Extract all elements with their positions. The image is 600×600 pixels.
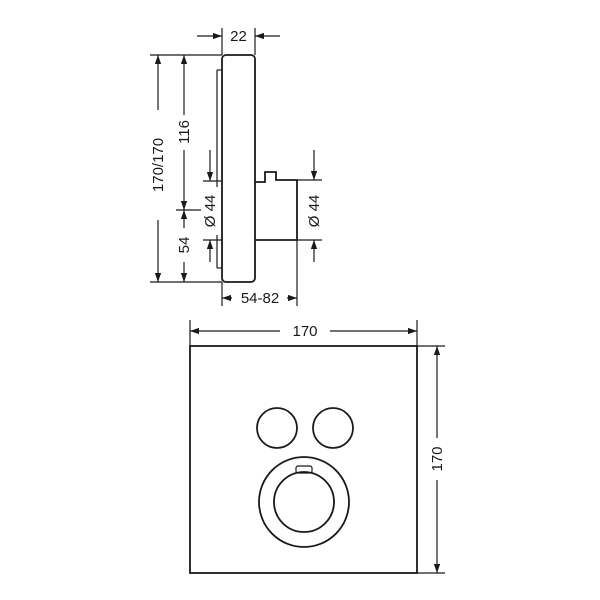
thermostat-dial-marker bbox=[295, 465, 313, 474]
total-height-label: 170/170 bbox=[150, 138, 167, 192]
button-right bbox=[312, 407, 354, 449]
valve-body-side bbox=[255, 171, 298, 241]
depth-range-label: 54-82 bbox=[241, 290, 279, 307]
cover-plate-side bbox=[221, 54, 256, 283]
width-label: 170 bbox=[292, 323, 317, 340]
upper-height-label: 116 bbox=[176, 120, 193, 144]
diameter-right-label: Ø 44 bbox=[306, 195, 323, 228]
thermostat-dial-inner bbox=[273, 471, 335, 533]
thermostat-dial-outer bbox=[258, 456, 350, 548]
depth-plate-label: 22 bbox=[230, 28, 247, 45]
height-label: 170 bbox=[429, 446, 446, 471]
diameter-left-label: Ø 44 bbox=[202, 195, 219, 228]
lower-height-label: 54 bbox=[176, 237, 193, 254]
front-view: 170 170 bbox=[189, 320, 446, 574]
side-view: 22 170/170 116 54 Ø 44 Ø 44 bbox=[150, 28, 323, 307]
cover-plate-front bbox=[189, 345, 418, 574]
button-left bbox=[256, 407, 298, 449]
